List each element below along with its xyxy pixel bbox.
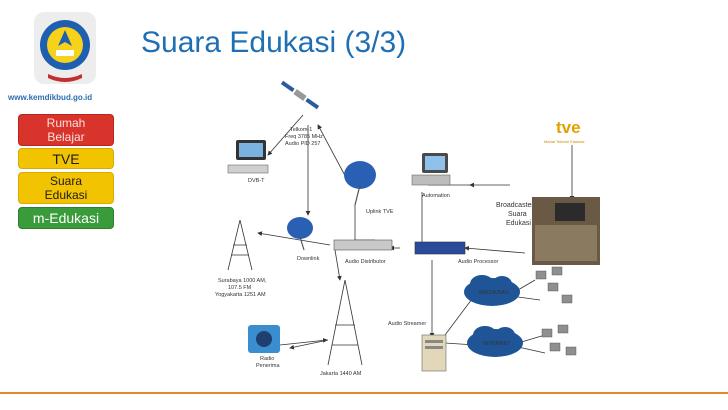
surabaya-tower-icon: [227, 219, 253, 271]
uplink-label: Uplink TVE: [366, 209, 394, 215]
connector-lines: [257, 114, 575, 354]
satellite-label-2: Freq 3785 MHz: [285, 134, 323, 140]
sidebar-item-label: TVE: [52, 150, 80, 167]
dvb-label: DVB-T: [248, 178, 265, 184]
audio-distributor-label: Audio Distributor: [345, 259, 386, 265]
radio-label-1: Radio: [260, 356, 274, 362]
sidebar-item-m-edukasi[interactable]: m-Edukasi: [18, 207, 114, 229]
sidebar-item-label: Edukasi: [44, 188, 88, 202]
downlink-label: Downlink: [297, 256, 320, 262]
internet-label: INTERNET: [483, 341, 511, 347]
sidebar-item-label: Suara: [49, 174, 83, 188]
footer-divider: [0, 392, 728, 394]
website-url[interactable]: www.kemdikbud.go.id: [8, 93, 93, 102]
jardiknas-cloud-icon: [464, 275, 520, 306]
surabaya-label-2: 107.5 FM: [228, 285, 252, 291]
automation-label: Automation: [422, 193, 450, 199]
kemdikbud-logo: [34, 12, 96, 84]
sidebar-item-label: m-Edukasi: [32, 210, 100, 226]
sidebar-item-label: Belajar: [47, 130, 85, 144]
downlink-dish-icon: [287, 217, 313, 251]
sidebar-item-rumah-belajar[interactable]: Rumah Belajar: [18, 114, 114, 146]
automation-computer-icon: [411, 153, 451, 186]
broadcaster-label-3: Edukasi: [506, 220, 531, 227]
tve-logo: tve Media Televisi Edukasi: [544, 118, 585, 144]
audio-streamer-label: Audio Streamer: [388, 321, 426, 327]
client-computer-icon: [535, 266, 577, 356]
uplink-dish-icon: [344, 161, 376, 206]
internet-cloud-icon: [467, 326, 523, 357]
broadcast-network-diagram: Telkom-1 Freq 3785 MHz Audio PID 257 DVB…: [215, 80, 600, 377]
surabaya-label-3: Yogyakarta 1251 AM: [215, 292, 266, 298]
jakarta-tower-icon: [327, 279, 363, 366]
jardiknas-label: JARDIKNAS: [478, 290, 509, 296]
sidebar-item-suara-edukasi[interactable]: Suara Edukasi: [18, 172, 114, 204]
audio-distributor-device: [333, 239, 393, 251]
satellite-icon: [280, 80, 320, 110]
svg-text:Media Televisi Edukasi: Media Televisi Edukasi: [544, 139, 585, 144]
audio-processor-device: [414, 241, 466, 255]
broadcaster-label-1: Broadcaster: [496, 202, 534, 209]
audio-processor-label: Audio Processor: [458, 259, 499, 265]
satellite-label-1: Telkom-1: [290, 127, 312, 133]
tv-icon: [227, 140, 269, 174]
studio-mixer-image: [532, 197, 600, 265]
broadcaster-label-2: Suara: [508, 211, 527, 218]
radio-label-2: Penerima: [256, 363, 280, 369]
sidebar-item-label: Rumah: [46, 116, 86, 130]
radio-icon: [248, 325, 280, 353]
sidebar-item-tve[interactable]: TVE: [18, 148, 114, 169]
audio-streamer-server-icon: [421, 334, 447, 372]
jakarta-label: Jakarta 1440 AM: [320, 371, 362, 377]
svg-text:tve: tve: [556, 118, 581, 137]
page-title: Suara Edukasi (3/3): [141, 26, 407, 59]
satellite-label-3: Audio PID 257: [285, 141, 320, 147]
surabaya-label-1: Surabaya 1000 AM,: [218, 278, 267, 284]
